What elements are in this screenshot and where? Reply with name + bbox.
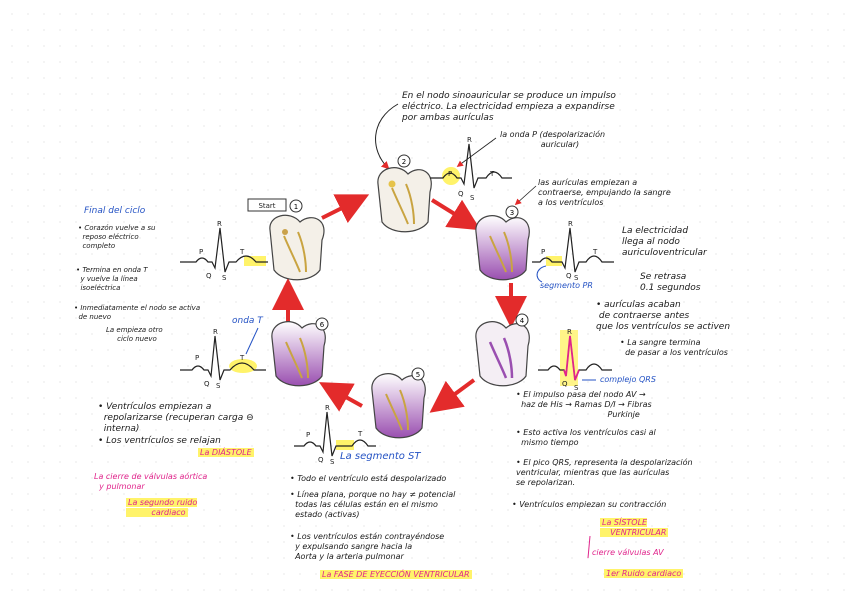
step-number: 6 (320, 321, 325, 329)
note-primer-ruido: 1er Ruido cardiaco (604, 569, 683, 579)
note-segmento-st: La segmento ST (340, 452, 421, 462)
ecg-trace-1: P R Q S T (180, 220, 268, 282)
ecg-label-t: T (489, 170, 495, 178)
step-number: 2 (402, 158, 406, 166)
note-pico-qrs: • El pico QRS, representa la despolariza… (516, 458, 693, 488)
ecg-trace-6: P R Q S T (180, 328, 266, 390)
note-inmediatamente: • Inmediatamente el nodo se activa de nu… (74, 304, 200, 322)
note-nodo-sinoauricular: En el nodo sinoauricular se produce un i… (402, 91, 616, 124)
ecg-label-q: Q (566, 272, 572, 280)
heart-1 (270, 215, 324, 279)
note-impulso-av: • El impulso pasa del nodo AV → haz de H… (516, 390, 652, 420)
note-final-ciclo: Final del ciclo (84, 206, 145, 216)
step-number: 4 (520, 317, 525, 325)
start-label: Start (258, 202, 275, 210)
step-number: 5 (416, 371, 420, 379)
note-sistole: La SÍSTOLE VENTRICULAR (600, 518, 668, 538)
primer-ruido-highlight: 1er Ruido cardiaco (604, 569, 683, 578)
ecg-label-p: P (306, 431, 310, 439)
ecg-label-r: R (325, 404, 330, 412)
note-complejo-qrs: complejo QRS (600, 375, 656, 385)
note-nodo-av: La electricidad llega al nodo auriculove… (622, 226, 707, 259)
ecg-label-t: T (592, 248, 598, 256)
note-cierre-av: cierre válvulas AV (592, 548, 664, 558)
ecg-label-p: P (199, 248, 203, 256)
ecg-label-q: Q (458, 190, 464, 198)
ecg-label-r: R (213, 328, 218, 336)
arrow-1-to-2 (322, 198, 362, 218)
ecg-label-p: P (448, 170, 452, 178)
ecg-label-r: R (467, 136, 472, 144)
note-linea-plana: • Línea plana, porque no hay ≠ potencial… (290, 490, 455, 520)
note-onda-t: onda T (232, 316, 263, 326)
pointer-sistole (588, 536, 590, 558)
heart-6 (272, 322, 325, 386)
ecg-label-q: Q (204, 380, 210, 388)
ecg-label-q: Q (562, 380, 568, 388)
ecg-trace-3: P R Q S T (532, 220, 614, 282)
note-cierre-aortica: La cierre de válvulas aórtica y pulmonar (94, 472, 207, 492)
pointer-arrow (376, 104, 398, 168)
ecg-label-p: P (195, 354, 199, 362)
pointer-segmento-pr (537, 266, 546, 282)
heart-2 (378, 168, 431, 232)
diastole-highlight: La DIÁSTOLE (198, 448, 254, 457)
ecg-label-r: R (567, 328, 572, 336)
note-corazon-vuelve: • Corazón vuelve a su reposo eléctrico c… (78, 224, 155, 251)
note-fase-eyeccion: La FASE DE EYECCIÓN VENTRICULAR (320, 570, 472, 580)
note-ventriculos-contraccion: • Ventrículos empiezan su contracción (512, 500, 666, 510)
note-relajan: • Los ventrículos se relajan (98, 436, 221, 446)
sistole-highlight: La SÍSTOLE VENTRICULAR (600, 518, 668, 537)
arrow-5-to-6 (326, 386, 362, 406)
fase-eyeccion-highlight: La FASE DE EYECCIÓN VENTRICULAR (320, 570, 472, 579)
ecg-label-r: R (217, 220, 222, 228)
note-termina-onda-t: • Termina en onda T y vuelve la línea is… (76, 266, 148, 293)
pointer-onda-t (246, 328, 258, 354)
note-auriculas-contraer: las aurículas empiezan a contraerse, emp… (538, 178, 671, 208)
heart-4 (476, 322, 529, 386)
ecg-label-t: T (239, 248, 245, 256)
ecg-label-s: S (216, 382, 221, 390)
pointer-auriculas (516, 186, 536, 204)
segundo-ruido-highlight: La segundo ruido cardiaco (126, 498, 197, 517)
note-retrasa: Se retrasa 0.1 segundos (640, 272, 700, 294)
ecg-label-p: P (541, 248, 545, 256)
note-activa-ventriculos: • Esto activa los ventrículos casi al mi… (516, 428, 656, 448)
ecg-label-s: S (470, 194, 475, 202)
note-contrayendose: • Los ventrículos están contrayéndose y … (290, 532, 444, 562)
ecg-label-s: S (222, 274, 227, 282)
note-despolarizado: • Todo el ventrículo está despolarizado (290, 474, 446, 484)
note-sangre-termina: • La sangre termina de pasar a los ventr… (620, 338, 728, 358)
ecg-label-q: Q (318, 456, 324, 464)
ecg-label-s: S (330, 458, 335, 466)
note-repolarizarse: • Ventrículos empiezan a repolarizarse (… (98, 402, 254, 435)
ecg-label-q: Q (206, 272, 212, 280)
pointer-onda-p (458, 138, 496, 166)
note-segmento-pr: segmento PR (540, 281, 593, 291)
ecg-label-r: R (568, 220, 573, 228)
step-number: 3 (510, 209, 514, 217)
note-diastole: La DIÁSTOLE (198, 448, 254, 458)
note-acaban: • aurículas acaban de contraerse antes q… (596, 300, 730, 333)
step-number: 1 (294, 203, 298, 211)
note-empieza-ciclo: La empieza otro ciclo nuevo (106, 326, 163, 344)
note-segundo-ruido: La segundo ruido cardiaco (126, 498, 197, 518)
note-onda-p: la onda P (despolarización auricular) (500, 130, 605, 150)
ecg-label-t: T (239, 354, 245, 362)
heart-5 (372, 374, 425, 438)
arrow-4-to-5 (436, 380, 474, 408)
start-box: Start (248, 199, 286, 211)
ecg-label-t: T (357, 430, 363, 438)
arrow-2-to-3 (432, 200, 474, 226)
heart-3 (476, 216, 529, 280)
